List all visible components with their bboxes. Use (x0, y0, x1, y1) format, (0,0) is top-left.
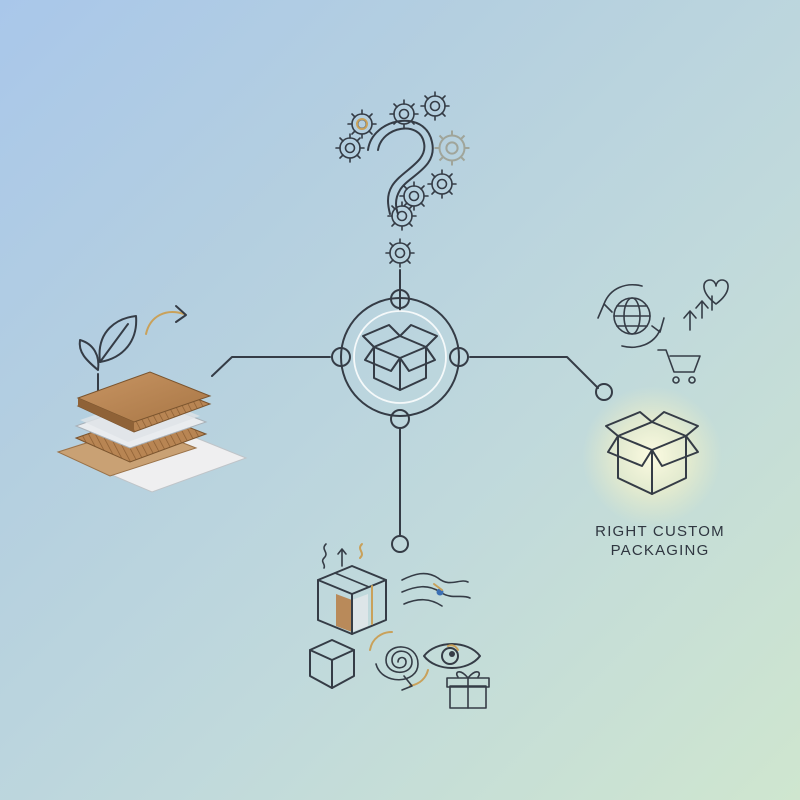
gear-question-mark-icon (335, 91, 470, 268)
glowing-box-icon (582, 386, 722, 526)
globe-cart-heart-icon (597, 279, 729, 384)
box-eye-spiral-gift-icon (309, 543, 490, 709)
caption-line-1: RIGHT CUSTOM (595, 523, 725, 540)
result-caption: RIGHT CUSTOM PACKAGING (560, 522, 760, 560)
central-hub (331, 289, 613, 553)
connector-lines (211, 269, 599, 537)
open-box-icon (362, 324, 438, 391)
leaf-icon (78, 305, 187, 393)
corrugated-layers-icon (56, 371, 248, 493)
caption-line-2: PACKAGING (610, 542, 710, 559)
